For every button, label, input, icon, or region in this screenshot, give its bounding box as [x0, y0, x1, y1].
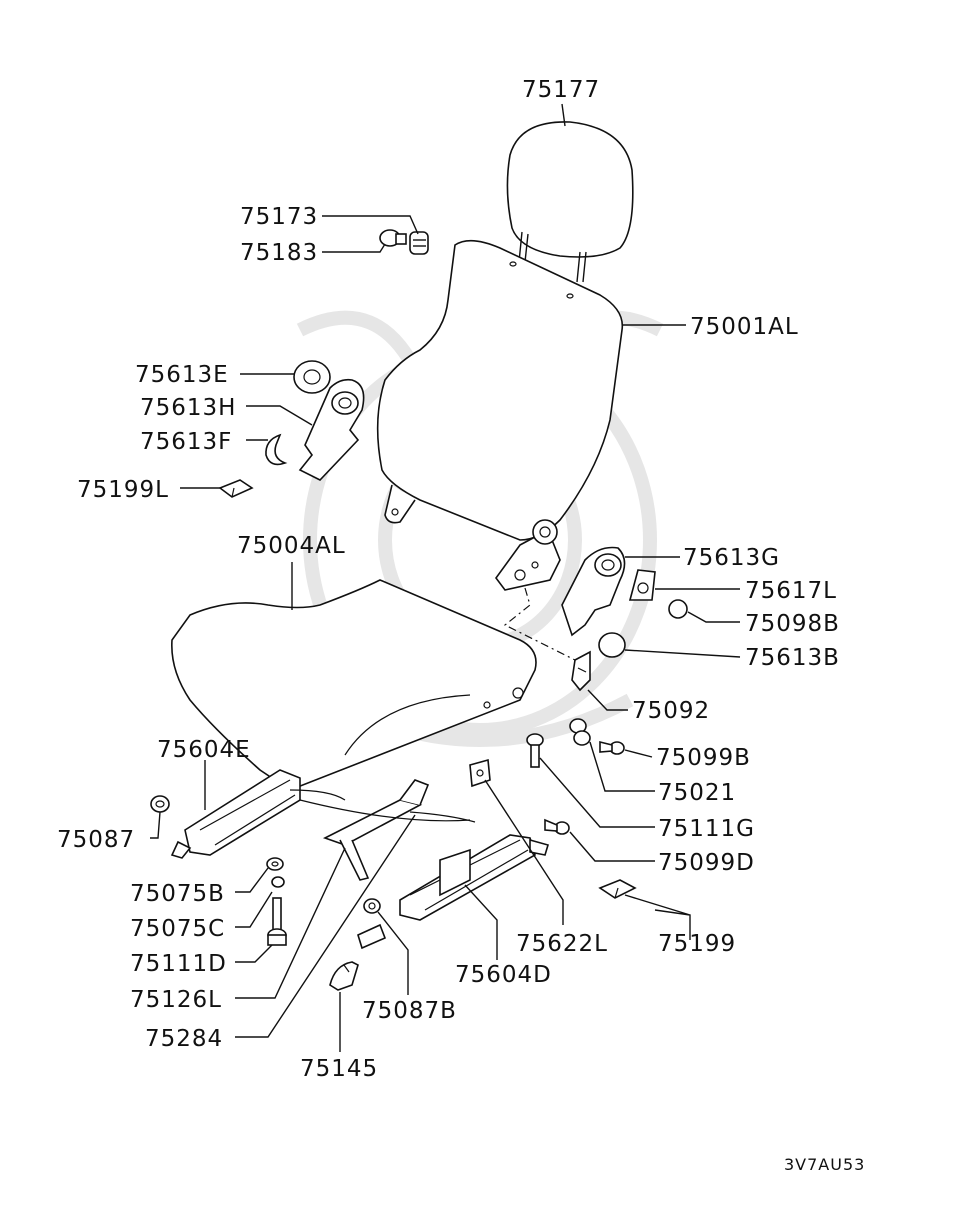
label-75145: 75145 [300, 1056, 378, 1082]
seat-rail-left-part [170, 769, 346, 859]
label-75001al: 75001AL [690, 314, 799, 340]
label-75075c: 75075C [130, 916, 225, 942]
label-75613e: 75613E [135, 362, 229, 388]
label-75099b: 75099B [656, 745, 751, 771]
label-75613g: 75613G [683, 545, 780, 571]
label-75604e: 75604E [157, 737, 251, 763]
ring-part [265, 433, 288, 466]
label-75613b: 75613B [745, 645, 840, 671]
label-75111d: 75111D [130, 951, 227, 977]
label-75284: 75284 [145, 1026, 223, 1052]
label-75087: 75087 [57, 827, 135, 853]
bushing-75021-part [569, 718, 591, 746]
nut-75075c-part [271, 876, 285, 888]
clip-75199-part [598, 879, 637, 899]
seat-rail-right-part [357, 834, 550, 950]
label-75613h: 75613H [140, 395, 236, 421]
label-75199: 75199 [658, 931, 736, 957]
label-75092: 75092 [632, 698, 710, 724]
frame-bracket-part [322, 779, 430, 881]
label-75199l: 75199L [77, 477, 169, 503]
label-75099d: 75099D [658, 850, 755, 876]
headrest-part [506, 121, 634, 283]
seat-cushion-part [171, 579, 537, 791]
label-75111g: 75111G [658, 816, 755, 842]
recliner-cover-part [298, 378, 365, 481]
label-75613f: 75613F [140, 429, 232, 455]
diagram-code: 3V7AU53 [784, 1155, 865, 1174]
label-75004al: 75004AL [237, 533, 346, 559]
label-75617l: 75617L [745, 578, 837, 604]
cover-75145-part [329, 961, 359, 991]
label-75622l: 75622L [516, 931, 608, 957]
label-75183: 75183 [240, 240, 318, 266]
label-75604d: 75604D [455, 962, 552, 988]
recliner-mechanism [495, 519, 561, 591]
recliner-cover-right-part [561, 546, 626, 637]
trim-clip-left-part [218, 479, 254, 498]
label-75177: 75177 [522, 77, 600, 103]
label-75021: 75021 [658, 780, 736, 806]
cap-75622l-part [469, 758, 491, 788]
label-75126l: 75126L [130, 987, 222, 1013]
nut-75087b-part [363, 898, 381, 914]
bolt-75111g-part [526, 733, 544, 768]
wire-part [299, 799, 476, 823]
label-75075b: 75075B [130, 881, 225, 907]
cover-disc-part [293, 360, 331, 394]
label-75098b: 75098B [745, 611, 840, 637]
guide-cap-part [379, 229, 407, 247]
guide-clip-part [409, 231, 429, 255]
bolt-75099b-part [599, 740, 625, 755]
label-75087b: 75087B [362, 998, 457, 1024]
bolt-75111d-part [267, 897, 287, 946]
seat-back-part [376, 239, 624, 541]
large-cap-part [598, 632, 626, 658]
label-75173: 75173 [240, 204, 318, 230]
leader-lines [150, 103, 741, 1052]
washer-75075b-part [266, 857, 284, 871]
nut-75087-part [150, 795, 170, 813]
knob-cover-part [628, 569, 656, 601]
bracket-part [571, 650, 591, 692]
small-cap-part [668, 599, 688, 619]
bolt-75099d-part [544, 818, 570, 835]
